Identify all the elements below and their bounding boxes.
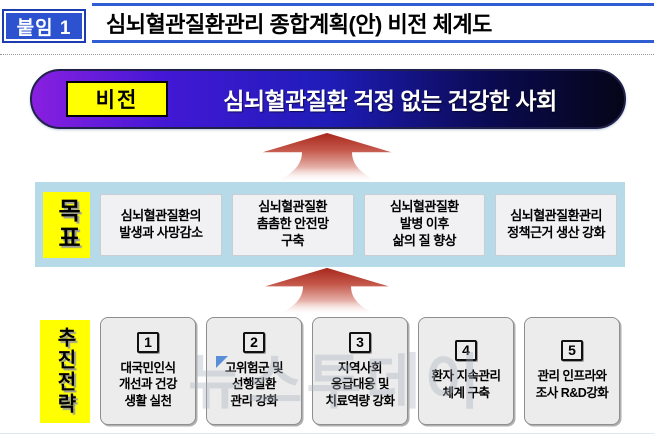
dotted-divider — [0, 54, 654, 55]
bottom-divider — [0, 433, 654, 434]
attachment-badge: 붙임 1 — [2, 9, 86, 43]
up-arrow-icon — [0, 132, 654, 182]
vision-statement: 심뇌혈관질환 걱정 없는 건강한 사회 — [223, 88, 557, 114]
strategy-number-badge: 2 — [243, 331, 265, 353]
strategy-box-5: 5 관리 인프라와 조사 R&D강화 — [524, 317, 620, 425]
goals-label: 목표 — [43, 191, 90, 258]
strategy-text: 고위험군 및 선행질환 관리 강화 — [225, 360, 283, 409]
goal-box-4: 심뇌혈관질환관리 정책근거 생산 강화 — [495, 193, 617, 256]
page-title: 심뇌혈관질환관리 종합계획(안) 비전 체계도 — [106, 12, 492, 37]
strategy-text: 지역사회 응급대응 및 치료역량 강화 — [325, 360, 395, 409]
strategy-number-badge: 3 — [349, 331, 371, 353]
strategy-number-badge: 5 — [561, 340, 583, 362]
strategy-number-badge: 1 — [137, 331, 159, 353]
strategy-box-4: 4 환자 지속관리 체계 구축 — [418, 317, 514, 425]
strategy-box-2: 2 고위험군 및 선행질환 관리 강화 — [206, 317, 302, 425]
strategy-number-badge: 4 — [455, 340, 477, 362]
goal-box-2: 심뇌혈관질환 촘촘한 안전망 구축 — [231, 193, 354, 256]
strategy-box-1: 1 대국민인식 개선과 건강 생활 실천 — [100, 317, 196, 425]
goal-box-3: 심뇌혈관질환 발병 이후 삶의 질 향상 — [363, 193, 486, 256]
header: 붙임 1 심뇌혈관질환관리 종합계획(안) 비전 체계도 — [0, 3, 654, 49]
strategies-row: 추진전략 1 대국민인식 개선과 건강 생활 실천 2 고위험군 및 선행질환 … — [40, 317, 620, 425]
strategies-label: 추진전략 — [40, 319, 90, 423]
goals-band: 목표 심뇌혈관질환의 발생과 사망감소 심뇌혈관질환 촘촘한 안전망 구축 심뇌… — [35, 182, 625, 267]
goal-box-1: 심뇌혈관질환의 발생과 사망감소 — [100, 193, 222, 256]
vision-label: 비전 — [66, 81, 168, 117]
strategy-text: 관리 인프라와 조사 R&D강화 — [535, 369, 609, 400]
up-arrow-icon — [0, 267, 654, 315]
strategy-box-3: 3 지역사회 응급대응 및 치료역량 강화 — [312, 317, 408, 425]
vision-banner: 비전 심뇌혈관질환 걱정 없는 건강한 사회 — [30, 69, 626, 129]
title-bar: 심뇌혈관질환관리 종합계획(안) 비전 체계도 — [92, 3, 654, 43]
strategy-text: 환자 지속관리 체계 구축 — [431, 369, 501, 400]
strategy-text: 대국민인식 개선과 건강 생활 실천 — [119, 360, 177, 409]
